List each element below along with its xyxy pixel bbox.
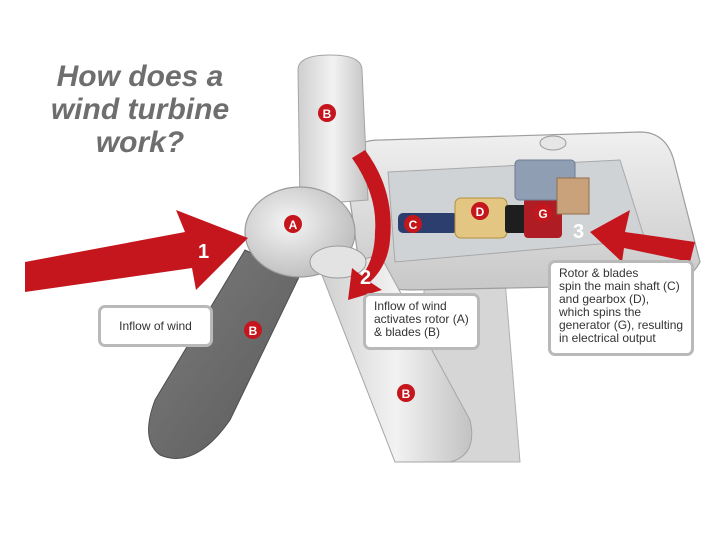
step-number-3: 3 [573,221,584,243]
part-badge-main-shaft: C [404,215,422,233]
part-label-rotor: A [289,218,298,232]
callout-step-3: Rotor & blades spin the main shaft (C) a… [548,260,694,356]
callout-2-line-3: & blades (B) [374,325,441,339]
part-label-blade-right: B [402,387,411,401]
part-badge-blade-upper: B [318,104,336,122]
coupling [505,205,527,233]
callout-1-line-1: Inflow of wind [119,318,192,333]
part-label-blade-upper: B [323,107,332,121]
blade-lower-left [148,249,301,459]
part-badge-generator: G [534,204,552,222]
part-label-blade-left: B [249,324,258,338]
callout-2-line-1: Inflow of wind [374,299,447,313]
callout-3-line-5: generator (G), resulting [559,318,684,332]
diagram-title: How does a wind turbine work? [30,60,250,159]
callout-3-line-6: in electrical output [559,331,656,345]
sensor-dome [539,135,567,151]
callout-step-1: Inflow of wind [98,305,213,347]
callout-3-line-2: spin the main shaft (C) [559,279,680,293]
title-line-1: How does a [56,60,224,93]
part-badge-rotor: A [284,215,302,233]
part-badge-gearbox: D [471,202,489,220]
rotation-arrow [348,150,391,300]
title-line-3: work? [95,126,185,159]
title-line-2: wind turbine [50,93,230,126]
callout-3-line-4: which spins the [559,305,642,319]
part-label-main-shaft: C [409,218,418,232]
callout-3-line-1: Rotor & blades [559,266,639,280]
arrow-generator-output [590,210,695,262]
part-label-generator: G [538,207,547,221]
step-number-1: 1 [198,241,209,263]
part-label-gearbox: D [476,205,485,219]
step-number-2: 2 [360,267,371,289]
part-badge-blade-left: B [244,321,262,339]
control-cabinet [556,177,590,215]
blade-lower-right [319,254,473,463]
callout-2-line-2: activates rotor (A) [374,312,469,326]
blade-upper [297,54,369,206]
callout-step-2: Inflow of wind activates rotor (A) & bla… [363,293,480,350]
arrow-inflow-wind [25,210,248,292]
callout-3-line-3: and gearbox (D), [559,292,650,306]
part-badge-blade-right: B [397,384,415,402]
